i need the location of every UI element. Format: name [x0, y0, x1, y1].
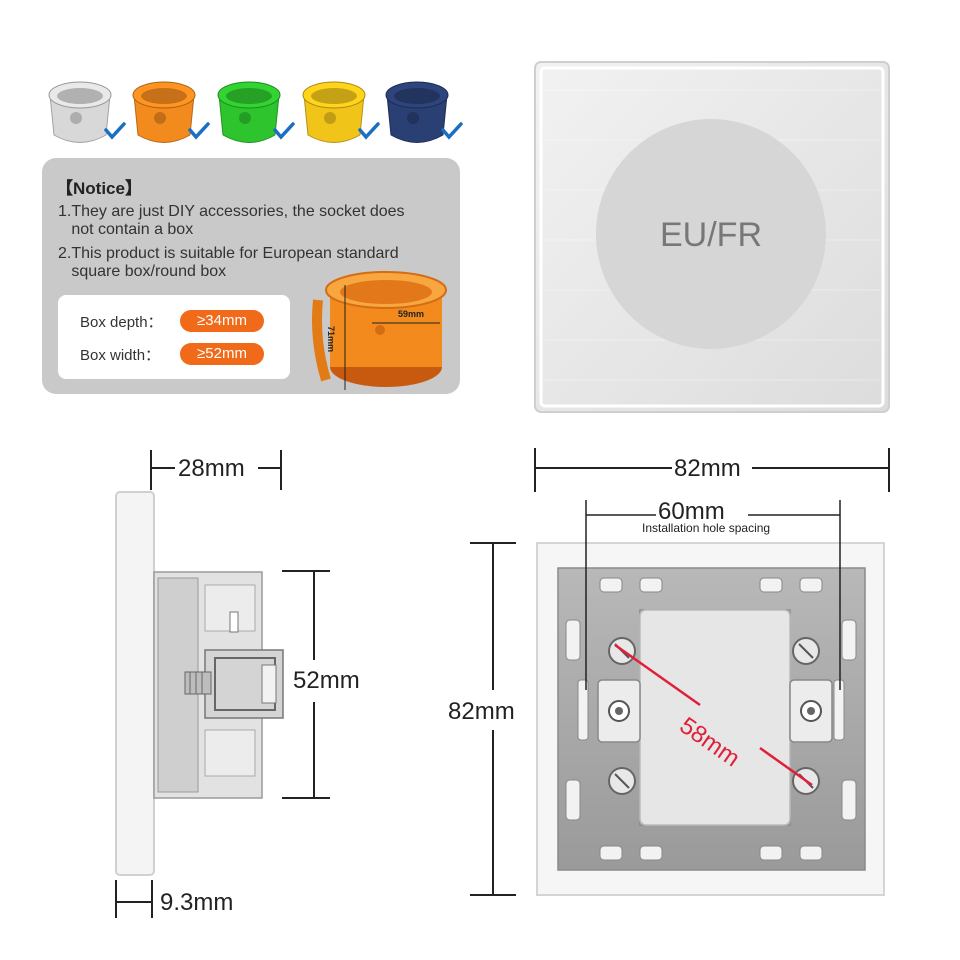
front-plate — [534, 61, 890, 413]
side-dimension-lines — [115, 450, 330, 918]
white-junction-box — [48, 81, 112, 143]
box-depth-label: Box depth： — [80, 314, 163, 331]
eu-fr-label: EU/FR — [660, 216, 762, 254]
notice-title: 【Notice】 — [56, 179, 142, 198]
check-icon — [188, 122, 210, 140]
back-width-dimension: 82mm — [674, 455, 741, 482]
check-icon — [358, 122, 380, 140]
side-view — [115, 491, 284, 876]
check-icon — [104, 122, 126, 140]
box-spec-card — [58, 295, 290, 379]
side-depth-dimension: 28mm — [178, 455, 245, 482]
back-height-dimension: 82mm — [448, 698, 515, 725]
notice-line: not contain a box — [58, 221, 194, 238]
hole-spacing-caption: Installation hole spacing — [642, 521, 771, 535]
navy-junction-box — [385, 81, 449, 143]
box-depth-value: ≥34mm — [180, 310, 264, 332]
box-width-label: Box width： — [80, 347, 161, 364]
check-icon — [441, 122, 463, 140]
socket-circle — [596, 119, 826, 349]
side-thickness-dimension: 9.3mm — [160, 889, 234, 916]
diagonal-line — [614, 643, 813, 787]
notice-line: square box/round box — [58, 263, 227, 280]
box-width-dimension: 59mm — [398, 309, 425, 319]
orange-junction-box — [132, 81, 196, 143]
back-view — [536, 542, 885, 896]
green-junction-box — [217, 81, 281, 143]
side-height-dimension: 52mm — [293, 667, 360, 694]
box-width-value: ≥52mm — [180, 343, 264, 365]
junction-box-row — [48, 81, 463, 143]
box-depth-dimension: 71mm — [326, 326, 336, 353]
yellow-junction-box — [302, 81, 366, 143]
back-dimension-lines — [470, 448, 890, 896]
check-icon — [273, 122, 295, 140]
notice-line: 1.They are just DIY accessories, the soc… — [58, 203, 405, 220]
notice-line: 2.This product is suitable for European … — [58, 245, 399, 262]
hole-spacing-dimension: 60mm — [658, 498, 725, 525]
